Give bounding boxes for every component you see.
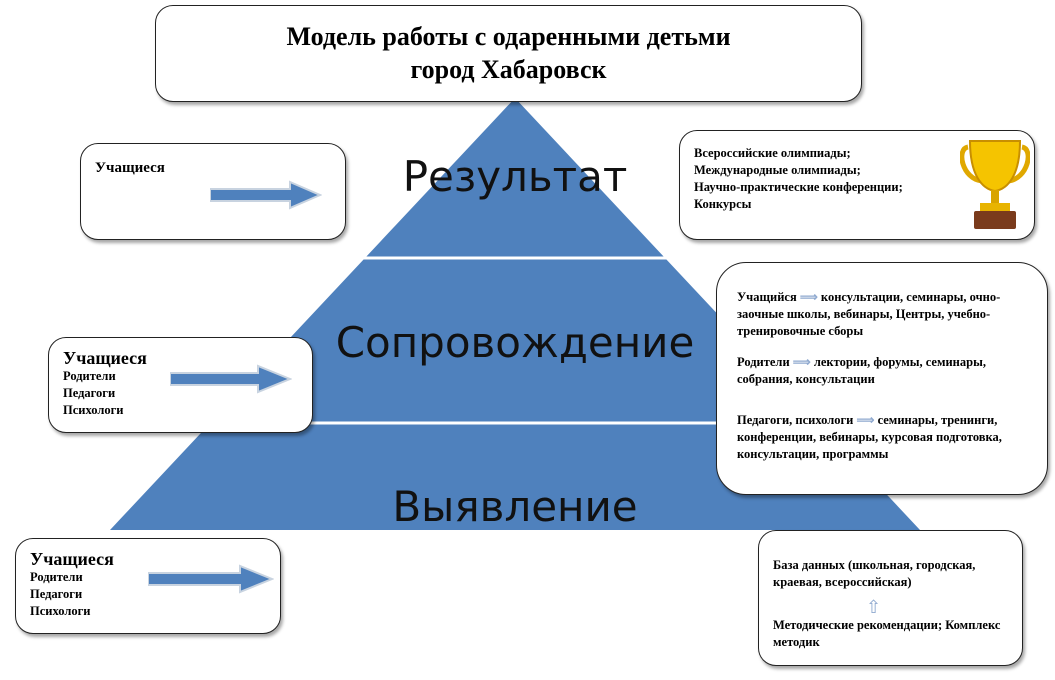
participant: Педагоги (63, 386, 116, 400)
support-item-parents: Родители ⟹ лектории, форумы, семинары, с… (737, 355, 986, 386)
participant-main: Учащиеся (30, 549, 114, 569)
result-achievements-box: Всероссийские олимпиады; Международные о… (679, 130, 1035, 240)
level-support: Сопровождение (335, 318, 695, 367)
arrow-right-icon (170, 364, 292, 394)
detection-tools-box: База данных (школьная, городская, краева… (758, 530, 1023, 666)
achievement: Всероссийские олимпиады; (694, 146, 851, 160)
participant: Педагоги (30, 587, 83, 601)
title-line2: город Хабаровск (410, 55, 607, 84)
participant: Родители (30, 570, 83, 584)
trophy-icon (960, 140, 1030, 229)
database-text: База данных (школьная, городская, краева… (773, 558, 976, 589)
participant: Родители (63, 369, 116, 383)
level-result: Результат (402, 152, 628, 201)
achievement: Международные олимпиады; (694, 163, 861, 177)
level-detection: Выявление (392, 482, 638, 531)
participant-main: Учащиеся (63, 348, 147, 368)
achievement: Научно-практические конференции; (694, 180, 903, 194)
arrow-right-icon (210, 180, 322, 210)
support-activities-box: Учащийся ⟹ консультации, семинары, очно-… (716, 262, 1048, 495)
support-item-students: Учащийся ⟹ консультации, семинары, очно-… (737, 290, 1001, 338)
methods-text: Методические рекомендации; Комплекс мето… (773, 618, 1001, 649)
arrow-up-icon: ⇧ (865, 597, 882, 617)
title-line1: Модель работы с одаренными детьми (286, 22, 731, 51)
participant: Психологи (30, 604, 91, 618)
support-item-teachers: Педагоги, психологи ⟹ семинары, тренинги… (737, 413, 1002, 461)
participant: Психологи (63, 403, 124, 417)
achievement: Конкурсы (694, 197, 752, 211)
participant-main: Учащиеся (95, 160, 165, 176)
arrow-right-icon (148, 564, 274, 594)
title-box: Модель работы с одаренными детьми город … (155, 5, 862, 102)
